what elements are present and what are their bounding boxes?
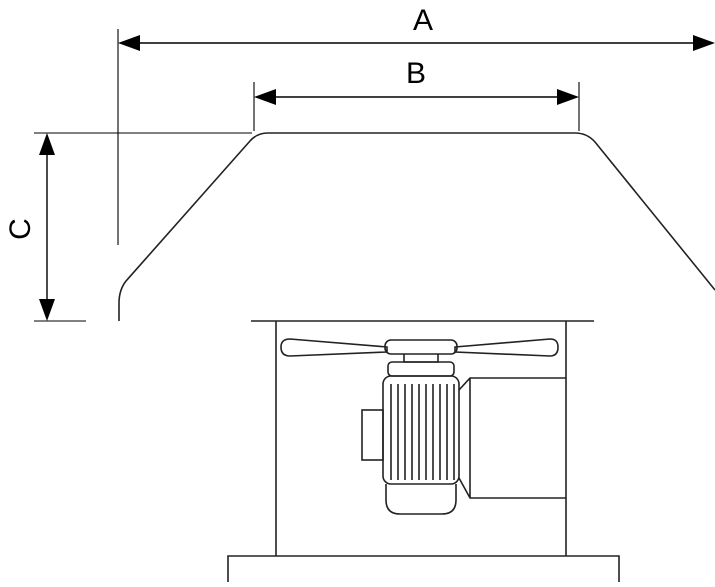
dimension-c-label: C <box>4 218 37 240</box>
dimension-b-arrow-right <box>557 89 579 105</box>
motor-top-cap <box>387 361 455 377</box>
fan-hub <box>384 339 458 355</box>
dimension-b: B <box>253 57 580 131</box>
electric-motor-icon <box>361 361 566 515</box>
dimension-a-label: A <box>413 4 433 37</box>
dimension-c-arrow-top <box>39 133 55 155</box>
motor-bottom-cap <box>385 484 457 515</box>
dimension-c: C <box>4 132 252 322</box>
dimension-a: A <box>117 4 715 245</box>
motor-mount-bracket <box>458 377 566 499</box>
fan-blade-icon <box>280 338 559 363</box>
base-plate <box>227 555 620 582</box>
fan-housing <box>227 320 620 582</box>
dimension-a-arrow-left <box>118 35 140 51</box>
dimension-b-label: B <box>406 57 426 90</box>
dimension-c-arrow-bottom <box>39 299 55 321</box>
dimension-a-arrow-right <box>693 35 715 51</box>
hood-outline <box>118 132 715 321</box>
fan-shaft-collar <box>403 354 439 363</box>
fan-blade-left <box>280 338 388 357</box>
fan-blade-right <box>454 338 559 357</box>
dimension-b-arrow-left <box>254 89 276 105</box>
motor-cooling-fins <box>390 384 455 480</box>
motor-terminal-box <box>361 409 384 461</box>
